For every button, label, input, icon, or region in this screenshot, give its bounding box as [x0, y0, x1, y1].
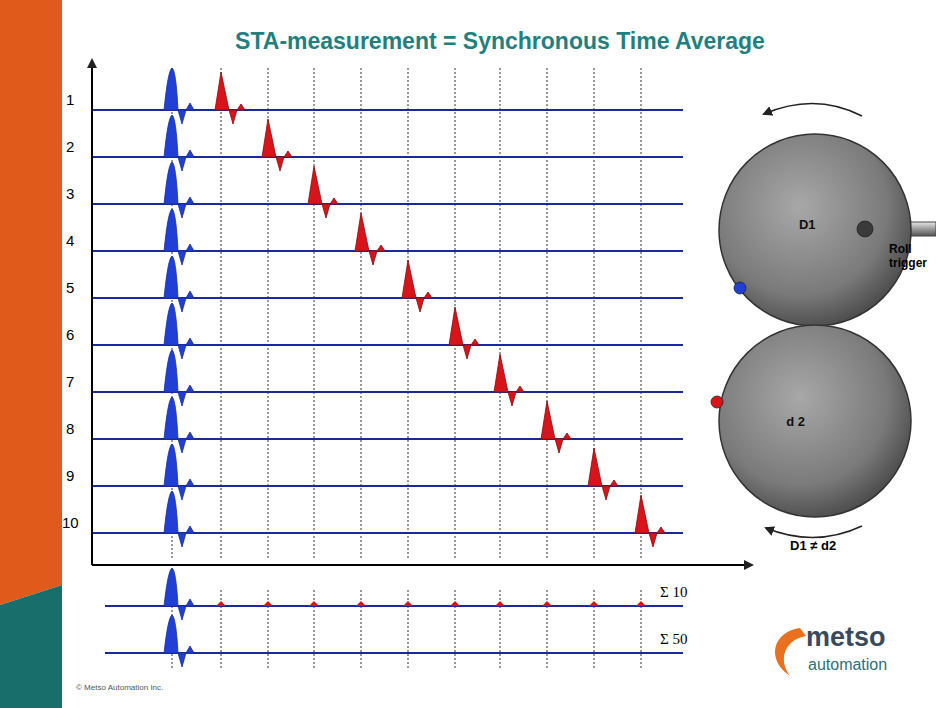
reference-pulse [164, 162, 194, 218]
reference-pulse [164, 209, 194, 265]
async-pulse [588, 448, 618, 500]
rotation-arrow [764, 103, 862, 116]
time-grid [92, 68, 683, 668]
row-number: 10 [62, 514, 79, 531]
roll-circle: d 2 [718, 324, 912, 518]
async-pulse [449, 307, 479, 359]
diagram-title: STA-measurement = Synchronous Time Avera… [100, 28, 900, 55]
residual-pulse [495, 601, 505, 606]
row-number: 8 [66, 420, 74, 437]
sidebar-orange [0, 0, 62, 605]
reference-pulse [164, 303, 194, 359]
reference-pulse [164, 444, 194, 500]
reference-pulse [164, 397, 194, 453]
reference-pulse [164, 68, 194, 124]
roll-mark [857, 221, 873, 237]
row-number: 5 [66, 279, 74, 296]
async-pulse [494, 354, 524, 406]
roll-circle: D1 [718, 133, 912, 327]
logo-text: metso [806, 622, 886, 653]
row-number: 3 [66, 185, 74, 202]
residual-pulse [263, 601, 273, 606]
async-pulse [635, 495, 665, 547]
residual-pulse [403, 601, 413, 606]
y-axis [91, 60, 93, 565]
roll-mark [711, 396, 723, 408]
async-pulse [541, 401, 571, 453]
reference-pulse [164, 491, 194, 547]
residual-pulse [589, 601, 599, 606]
reference-pulse [164, 350, 194, 406]
sum-label: Σ 10 [660, 584, 687, 601]
sensor-label: Roll trigger [889, 242, 935, 270]
reference-pulse [164, 615, 194, 667]
copyright-note: © Metso Automation Inc. [76, 683, 163, 692]
roll-label: d 2 [786, 414, 805, 429]
residual-pulse [216, 601, 226, 606]
async-pulse [355, 213, 385, 265]
logo-swoosh [775, 628, 806, 676]
roll-body [719, 325, 911, 517]
sidebar-teal [0, 585, 62, 708]
reference-pulse [164, 256, 194, 312]
async-pulse [308, 166, 338, 218]
async-pulse [262, 119, 292, 171]
diameter-note: D1 ≠ d2 [790, 538, 836, 553]
row-number: 2 [66, 138, 74, 155]
row-number: 1 [66, 91, 74, 108]
async-pulse [215, 72, 245, 124]
residual-pulse [356, 601, 366, 606]
residual-pulse [542, 601, 552, 606]
residual-pulse [309, 601, 319, 606]
row-number: 7 [66, 373, 74, 390]
logo-subtext: automation [808, 656, 887, 674]
reference-pulse [164, 115, 194, 171]
row-number: 6 [66, 326, 74, 343]
x-axis [92, 564, 752, 566]
async-pulse [402, 260, 432, 312]
roll-outline [718, 324, 912, 518]
roll-mark [734, 282, 746, 294]
row-number: 9 [66, 467, 74, 484]
residual-pulse [450, 601, 460, 606]
sum-label: Σ 50 [660, 631, 687, 648]
residual-pulse [636, 601, 646, 606]
reference-pulse [164, 568, 194, 620]
roll-label: D1 [799, 217, 816, 232]
roll-body [719, 134, 911, 326]
row-number: 4 [66, 232, 74, 249]
rotation-arrow [766, 526, 862, 538]
